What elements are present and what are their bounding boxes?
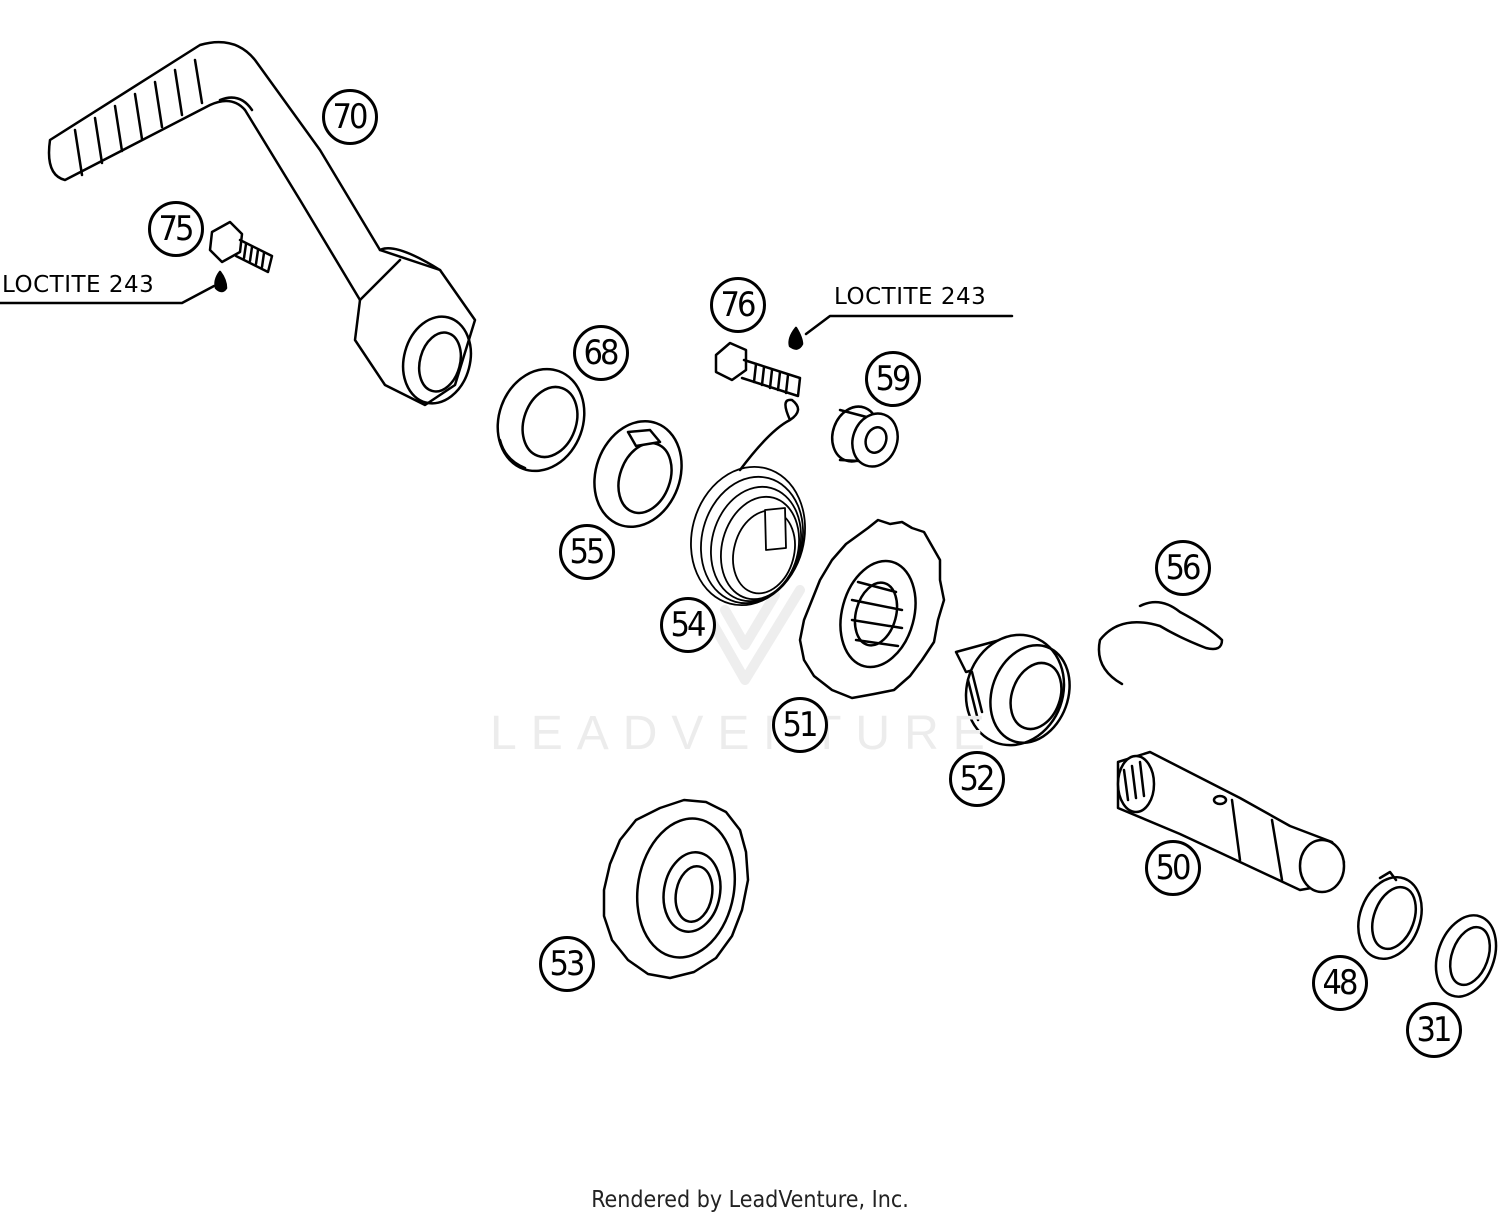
callout-55[interactable]: 55 [559,524,615,580]
callout-48-label: 48 [1322,963,1359,1003]
callout-75-label: 75 [158,209,195,249]
callout-55-label: 55 [569,532,606,572]
callout-50[interactable]: 50 [1145,840,1201,896]
watermark-logo [700,585,805,685]
leadventure-watermark: LEADVENTURE [490,707,999,760]
gear-part-51[interactable] [798,518,946,700]
bolt-part-75[interactable] [0,220,274,305]
bolt-part-76[interactable] [714,314,1014,398]
callout-56[interactable]: 56 [1155,540,1211,596]
callout-59-label: 59 [875,359,912,399]
callout-54-label: 54 [670,605,707,645]
callout-54[interactable]: 54 [660,597,716,653]
washer-part-68[interactable] [484,357,599,483]
ring-part-55[interactable] [580,409,696,539]
washer-part-31[interactable] [1425,907,1500,1005]
callout-68[interactable]: 68 [573,325,629,381]
callout-51-label: 51 [782,705,819,745]
callout-59[interactable]: 59 [865,351,921,407]
loctite-note-right: LOCTITE 243 [834,284,987,310]
callout-31-label: 31 [1416,1010,1453,1050]
callout-52[interactable]: 52 [949,751,1005,807]
circlip-part-48[interactable] [1347,868,1432,967]
callout-50-label: 50 [1155,848,1192,888]
clip-part-56[interactable] [1097,600,1224,686]
callout-70-label: 70 [332,97,369,137]
callout-31[interactable]: 31 [1406,1002,1462,1058]
callout-70[interactable]: 70 [322,89,378,145]
spring-part-54[interactable] [676,398,820,618]
callout-51[interactable]: 51 [772,697,828,753]
callout-48[interactable]: 48 [1312,955,1368,1011]
callout-76[interactable]: 76 [710,277,766,333]
kick-lever-part-70[interactable] [47,40,480,411]
bushing-part-59[interactable] [825,400,905,473]
callout-56-label: 56 [1165,548,1202,588]
gear-part-53[interactable] [602,798,750,980]
callout-53[interactable]: 53 [539,936,595,992]
callout-68-label: 68 [583,333,620,373]
shaft-part-50[interactable] [1116,750,1346,894]
callout-52-label: 52 [959,759,996,799]
ratchet-part-52[interactable] [951,621,1083,759]
callout-76-label: 76 [720,285,757,325]
callout-75[interactable]: 75 [148,201,204,257]
render-credit-footer: Rendered by LeadVenture, Inc. [591,1187,909,1213]
callout-53-label: 53 [549,944,586,984]
loctite-note-left: LOCTITE 243 [2,272,155,298]
